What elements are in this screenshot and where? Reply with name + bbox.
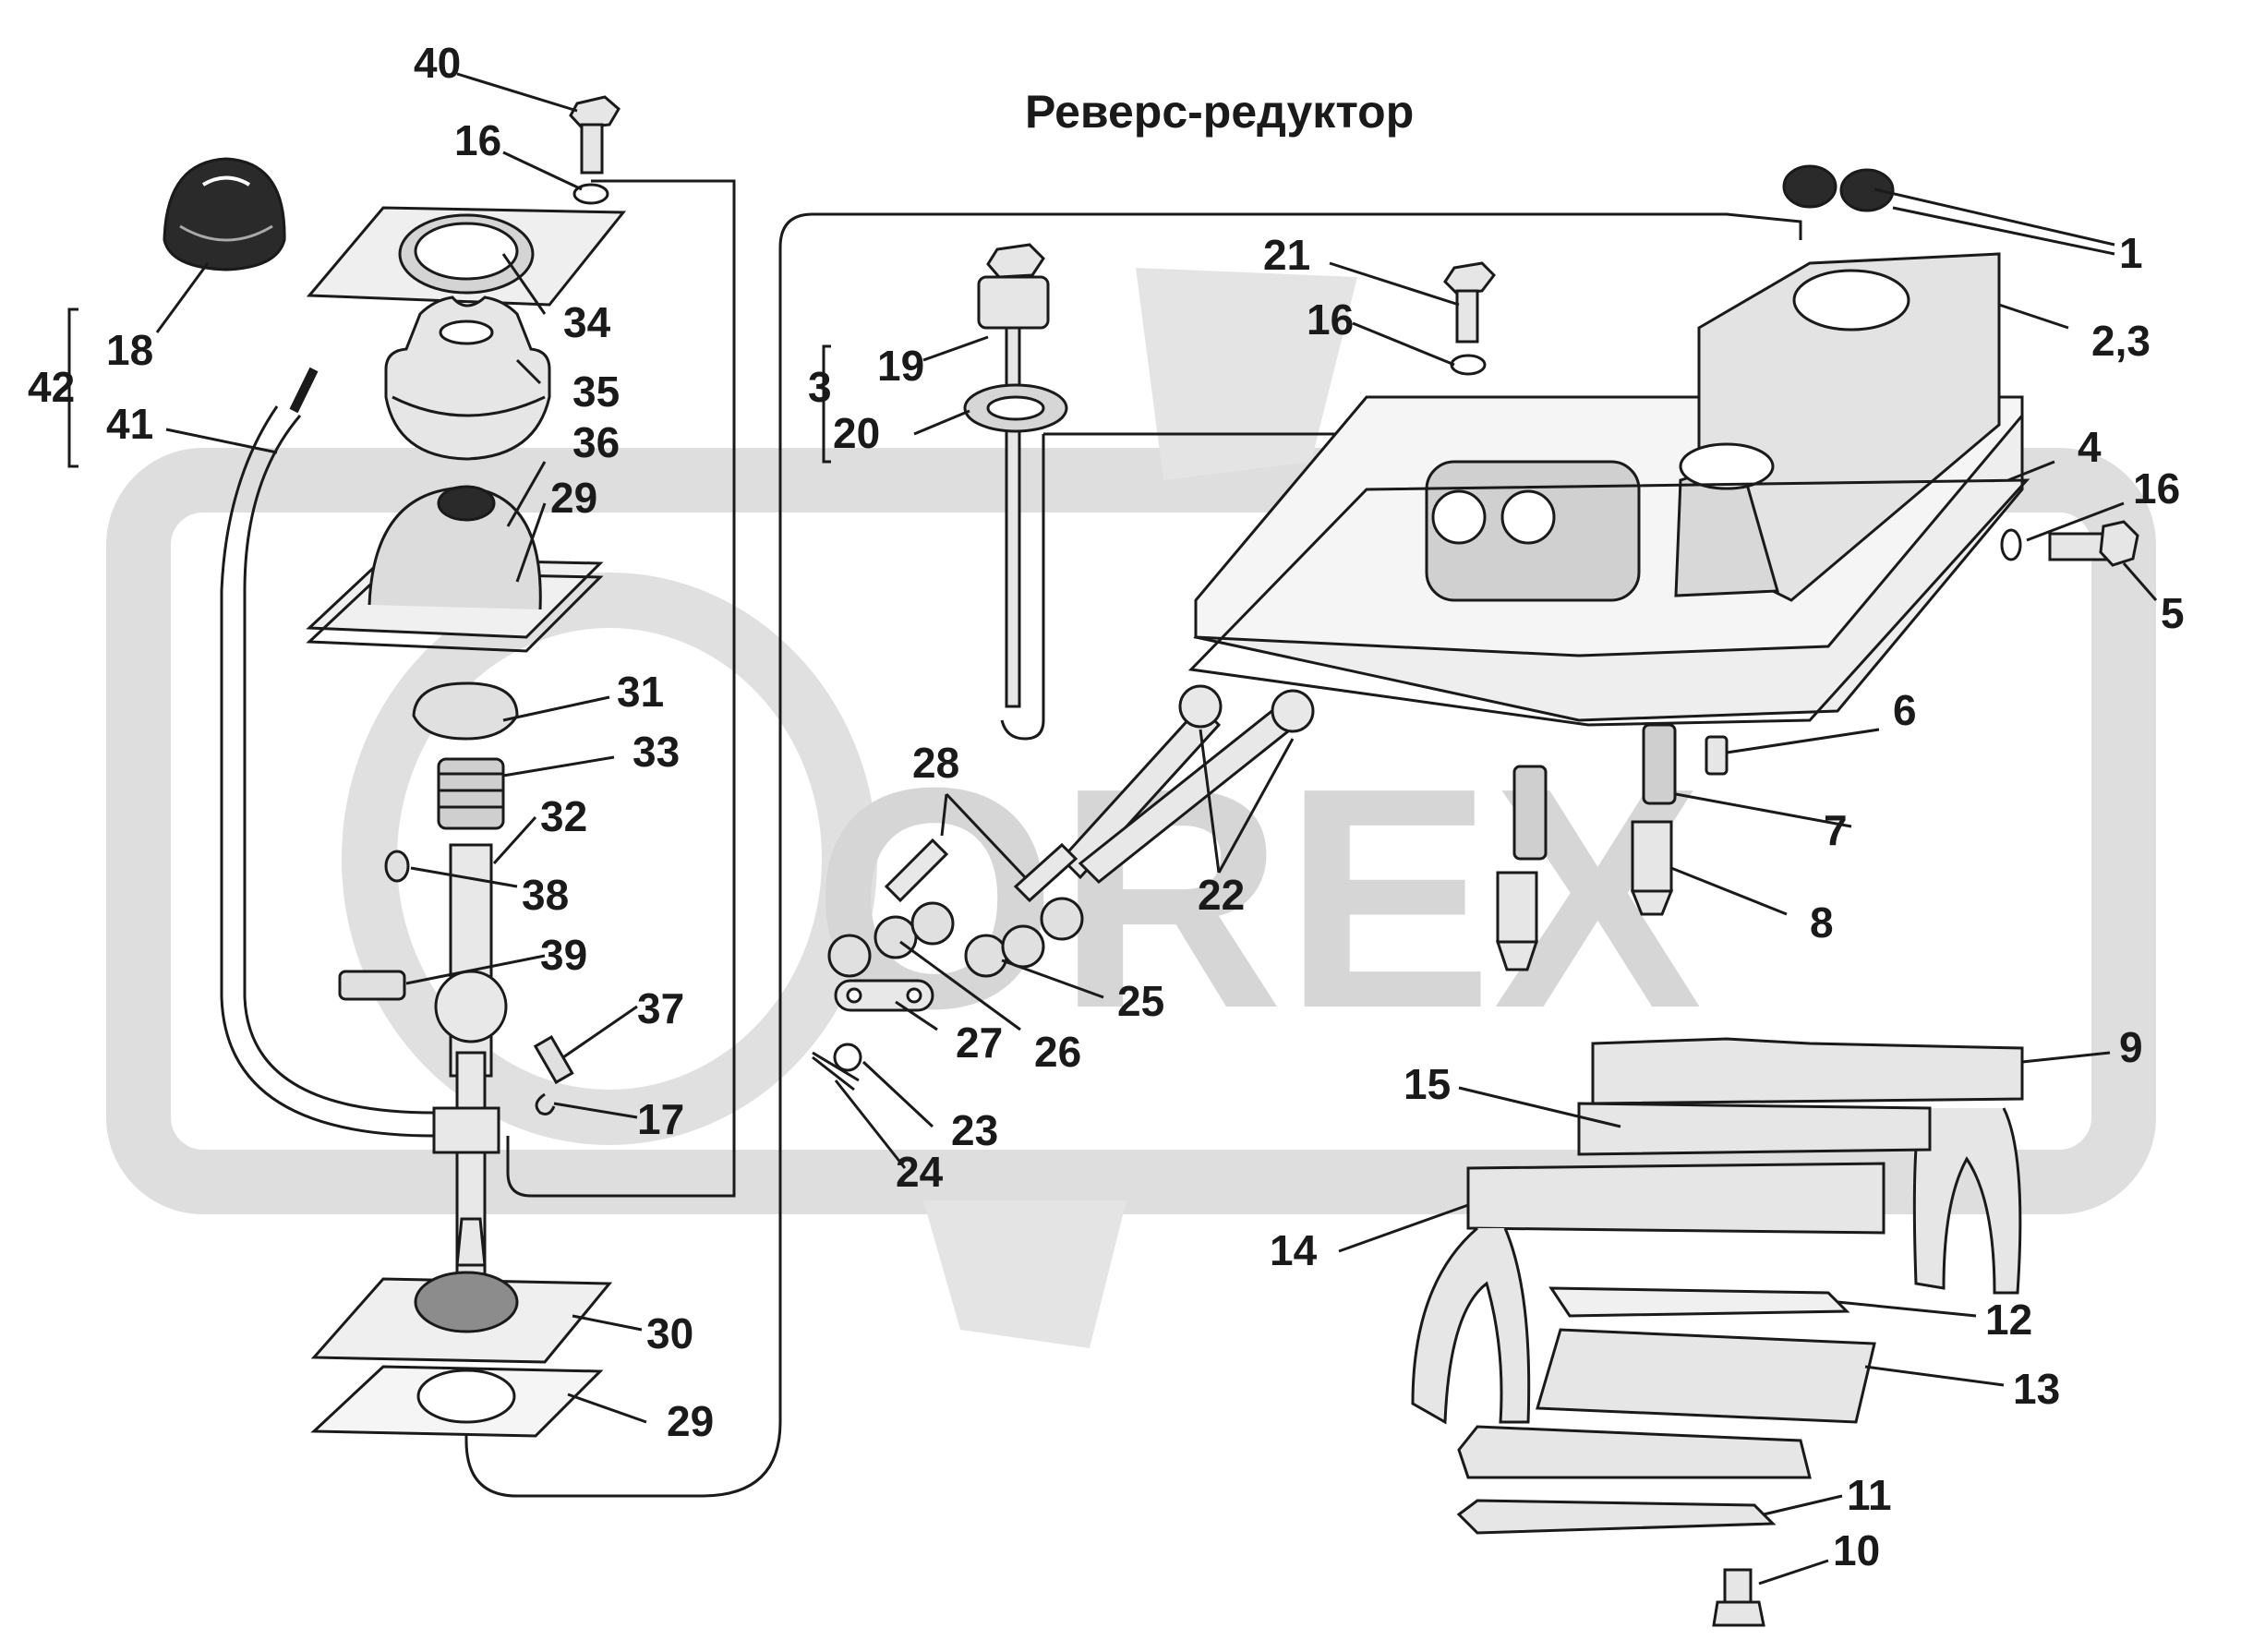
callout-42: 42: [28, 363, 75, 411]
callout-13: 13: [2013, 1365, 2060, 1413]
part-pin-38: [384, 850, 410, 883]
part-washer-20: [963, 383, 1068, 433]
callout-32: 32: [540, 792, 587, 840]
callout-29-bottom: 29: [667, 1397, 714, 1445]
callout-3: 3: [808, 363, 832, 411]
callout-38: 38: [522, 871, 569, 919]
leader-lines: [155, 72, 2158, 1586]
part-rod-41: [220, 367, 435, 1138]
callout-39: 39: [540, 931, 587, 979]
part-knob-18: [163, 157, 286, 271]
part-screw-37: [533, 1035, 574, 1085]
callout-11: 11: [1847, 1471, 1892, 1519]
callout-21: 21: [1263, 231, 1310, 279]
part-washer-16-right: [2000, 528, 2022, 561]
callout-7: 7: [1824, 806, 1848, 854]
part-links-26: [827, 901, 955, 978]
part-fork-9: [1591, 1037, 2024, 1295]
part-pin-39: [338, 970, 406, 1001]
part-dust-cover-36: [306, 485, 604, 653]
part-bolt-10: [1712, 1568, 1765, 1627]
part-gasket-4: [1187, 478, 2030, 727]
callout-30: 30: [646, 1309, 693, 1357]
part-cover-plate-34: [306, 206, 627, 307]
callout-18: 18: [106, 326, 153, 374]
callout-34: 34: [563, 298, 611, 346]
watermark-text: OREX: [813, 723, 1704, 1074]
callout-2-3: 2,3: [2091, 317, 2151, 365]
callout-29: 29: [550, 474, 597, 522]
group-brackets: [67, 307, 831, 468]
callout-36: 36: [572, 418, 620, 466]
diagram-title: Реверс-редуктор: [1025, 86, 1415, 138]
callout-20: 20: [833, 409, 880, 457]
part-plate-12: [1548, 1286, 1850, 1318]
part-plate-13: [1536, 1328, 1876, 1424]
part-spring-33: [437, 757, 505, 830]
part-washer-23: [833, 1043, 862, 1072]
callout-15: 15: [1404, 1060, 1451, 1108]
part-bolt-40: [569, 95, 620, 175]
part-plugs-1: [1782, 164, 1895, 212]
part-cap-31: [412, 681, 519, 741]
callout-17: 17: [637, 1095, 684, 1143]
callout-4: 4: [2078, 423, 2102, 471]
callout-8: 8: [1810, 898, 1834, 947]
callout-40: 40: [414, 39, 461, 87]
part-links-25: [964, 897, 1084, 978]
callout-12: 12: [1985, 1296, 2032, 1344]
callout-10: 10: [1833, 1526, 1880, 1574]
callout-25: 25: [1117, 977, 1164, 1025]
callout-16: 16: [454, 116, 501, 164]
part-washer-16-center: [1450, 354, 1487, 376]
callout-27: 27: [956, 1019, 1003, 1067]
callout-1: 1: [2119, 229, 2143, 277]
part-rods-22: [1059, 684, 1315, 885]
part-washer-16-left: [572, 183, 609, 205]
part-spring-7: [1512, 723, 1677, 861]
callout-19: 19: [877, 342, 924, 390]
part-plate-11: [1456, 1499, 1777, 1535]
part-clip-17: [535, 1092, 556, 1115]
part-bolt-5: [2048, 520, 2139, 567]
callout-16-right: 16: [2133, 464, 2180, 512]
part-bolt-21: [1443, 261, 1496, 344]
callout-26: 26: [1034, 1028, 1081, 1076]
callout-5: 5: [2161, 589, 2185, 637]
part-plate-27: [834, 979, 934, 1012]
part-housing-cover-2-3: [1193, 252, 2024, 722]
watermark-logo: OREX: [106, 268, 2156, 1348]
callout-22: 22: [1198, 871, 1245, 919]
part-base-plate-30: [310, 1271, 613, 1364]
callout-6: 6: [1893, 686, 1917, 734]
callout-9: 9: [2119, 1023, 2143, 1071]
part-cotter-pin-24: [812, 1051, 860, 1091]
part-pin-6: [1705, 735, 1729, 776]
part-gasket-29-bottom: [310, 1365, 604, 1438]
callout-31: 31: [617, 668, 664, 716]
callout-24: 24: [896, 1148, 944, 1196]
callout-33: 33: [633, 728, 680, 776]
callout-14: 14: [1270, 1226, 1318, 1274]
part-bracket-13b: [1457, 1425, 1812, 1479]
part-bar-15: [1577, 1102, 1932, 1156]
part-fork-pins-28: [884, 838, 1078, 903]
callout-41: 41: [106, 400, 153, 448]
callout-35: 35: [572, 368, 620, 416]
callout-23: 23: [951, 1106, 998, 1154]
callout-16-center: 16: [1307, 295, 1354, 344]
part-fork-14: [1411, 1162, 1886, 1425]
part-detent-8: [1495, 820, 1674, 971]
part-boot-35: [384, 295, 551, 461]
callout-labels: 40 16 18 42 41 34 35 36 29 31 33 32 38 3…: [28, 39, 2185, 1574]
callout-37: 37: [637, 984, 684, 1032]
callout-28: 28: [912, 739, 959, 787]
